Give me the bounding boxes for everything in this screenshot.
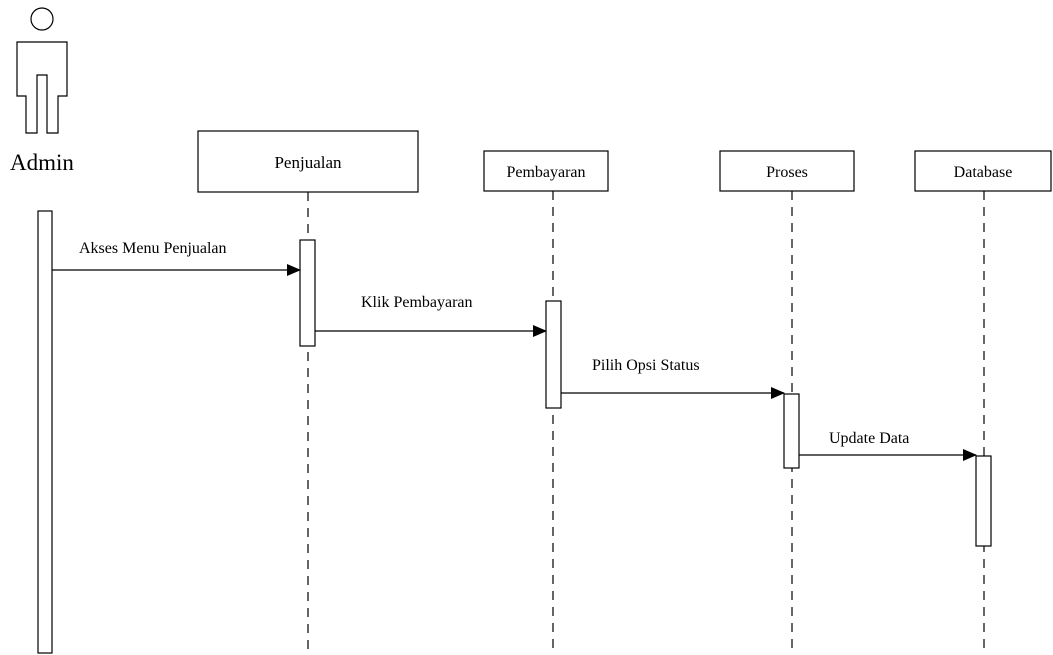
actor-head-icon <box>30 7 54 31</box>
activation-database <box>975 455 992 547</box>
participant-proses: Proses <box>719 150 855 655</box>
participant-label-proses: Proses <box>766 164 808 181</box>
message-pilih-opsi-status: Pilih Opsi Status <box>561 357 785 399</box>
participant-label-database: Database <box>954 164 1013 181</box>
actor-body-icon <box>16 41 68 134</box>
participant-database: Database <box>914 150 1052 655</box>
admin-actor: Admin <box>10 7 74 175</box>
message-label: Klik Pembayaran <box>361 294 473 311</box>
participant-box-database <box>914 150 1052 192</box>
participant-box-penjualan <box>197 130 419 193</box>
actor-label: Admin <box>10 150 74 175</box>
participant-label-pembayaran: Pembayaran <box>506 164 585 181</box>
participant-box-proses <box>719 150 855 192</box>
admin-activation-bar <box>37 210 53 654</box>
message-label: Update Data <box>829 430 909 447</box>
message-label: Pilih Opsi Status <box>592 357 700 374</box>
activation-proses <box>783 393 800 469</box>
participant-label-penjualan: Penjualan <box>274 153 342 172</box>
message-label: Akses Menu Penjualan <box>79 240 227 257</box>
activation-pembayaran <box>545 300 562 409</box>
participant-pembayaran: Pembayaran <box>483 150 609 655</box>
message-update-data: Update Data <box>799 430 977 461</box>
participant-penjualan: Penjualan <box>197 130 419 655</box>
participant-box-pembayaran <box>483 150 609 192</box>
activation-penjualan <box>299 239 316 347</box>
message-klik-pembayaran: Klik Pembayaran <box>315 294 547 337</box>
message-akses-menu-penjualan: Akses Menu Penjualan <box>52 240 301 276</box>
